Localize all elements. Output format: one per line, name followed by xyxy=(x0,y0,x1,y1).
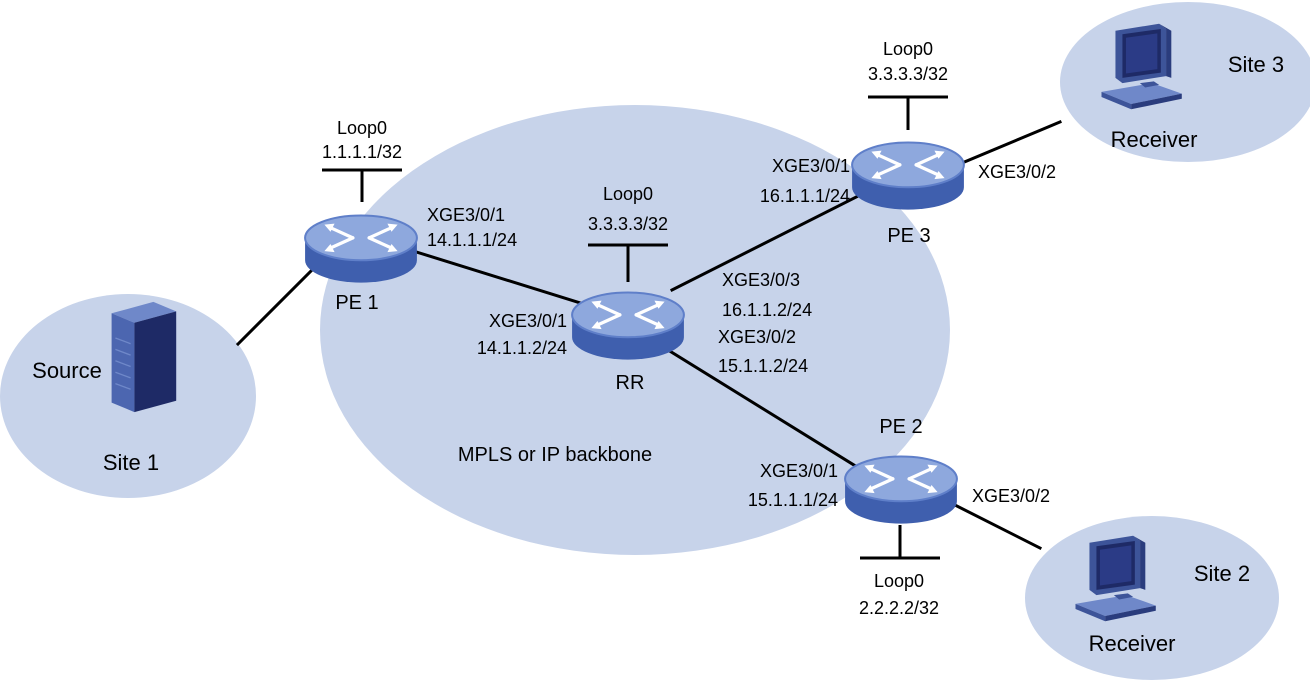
pe2-loopback-name: Loop0 xyxy=(874,571,924,591)
link-site1-pe1 xyxy=(235,257,325,347)
link-pe1-rr xyxy=(408,248,592,308)
rr-name: RR xyxy=(616,372,645,394)
rr-loopback-addr: 3.3.3.3/32 xyxy=(588,214,668,234)
pe3-if-site-name: XGE3/0/2 xyxy=(978,162,1056,182)
pe1-loopback-addr: 1.1.1.1/32 xyxy=(322,142,402,162)
site1-label: Site 1 xyxy=(103,450,159,475)
pe1-name: PE 1 xyxy=(335,292,378,314)
site2-receiver-label: Receiver xyxy=(1089,631,1176,656)
pe2-name: PE 2 xyxy=(879,416,922,438)
rr-if-pe2-addr: 15.1.1.2/24 xyxy=(718,356,808,376)
link-pe2-site2 xyxy=(942,497,1043,551)
pe3-name: PE 3 xyxy=(887,225,930,247)
rr-if-pe2-name: XGE3/0/2 xyxy=(718,327,796,347)
rr-router-icon xyxy=(570,290,686,362)
pe3-router-icon xyxy=(850,140,966,212)
pe1-router-icon xyxy=(303,213,419,285)
rr-if-pe3-name: XGE3/0/3 xyxy=(722,270,800,290)
backbone-label: MPLS or IP backbone xyxy=(458,444,652,466)
link-rr-pe2 xyxy=(657,342,865,473)
rr-if-pe1-addr: 14.1.1.2/24 xyxy=(477,338,567,358)
pe3-if-rr-addr: 16.1.1.1/24 xyxy=(760,186,850,206)
pe3-loopback-name: Loop0 xyxy=(883,39,933,59)
pe2-if-site-name: XGE3/0/2 xyxy=(972,486,1050,506)
link-pe3-site3 xyxy=(948,120,1062,170)
links xyxy=(235,120,1062,551)
loopbacks xyxy=(322,95,948,560)
site3-label: Site 3 xyxy=(1228,52,1284,77)
pe2-loopback-addr: 2.2.2.2/32 xyxy=(859,598,939,618)
rr-if-pe1-name: XGE3/0/1 xyxy=(489,311,567,331)
site3-receiver-label: Receiver xyxy=(1111,127,1198,152)
pe1-if-name: XGE3/0/1 xyxy=(427,205,505,225)
site2-label: Site 2 xyxy=(1194,561,1250,586)
link-rr-pe3 xyxy=(669,182,883,293)
source-label: Source xyxy=(32,358,102,383)
server-icon xyxy=(110,301,177,413)
pe2-if-rr-addr: 15.1.1.1/24 xyxy=(748,490,838,510)
site2-region xyxy=(1025,516,1279,680)
pe3-if-rr-name: XGE3/0/1 xyxy=(772,156,850,176)
rr-if-pe3-addr: 16.1.1.2/24 xyxy=(722,300,812,320)
pe3-loopback-addr: 3.3.3.3/32 xyxy=(868,64,948,84)
pe2-if-rr-name: XGE3/0/1 xyxy=(760,461,838,481)
pe1-loopback-name: Loop0 xyxy=(337,118,387,138)
pe2-router-icon xyxy=(843,454,959,526)
pe1-if-addr: 14.1.1.1/24 xyxy=(427,230,517,250)
rr-loopback-name: Loop0 xyxy=(603,184,653,204)
